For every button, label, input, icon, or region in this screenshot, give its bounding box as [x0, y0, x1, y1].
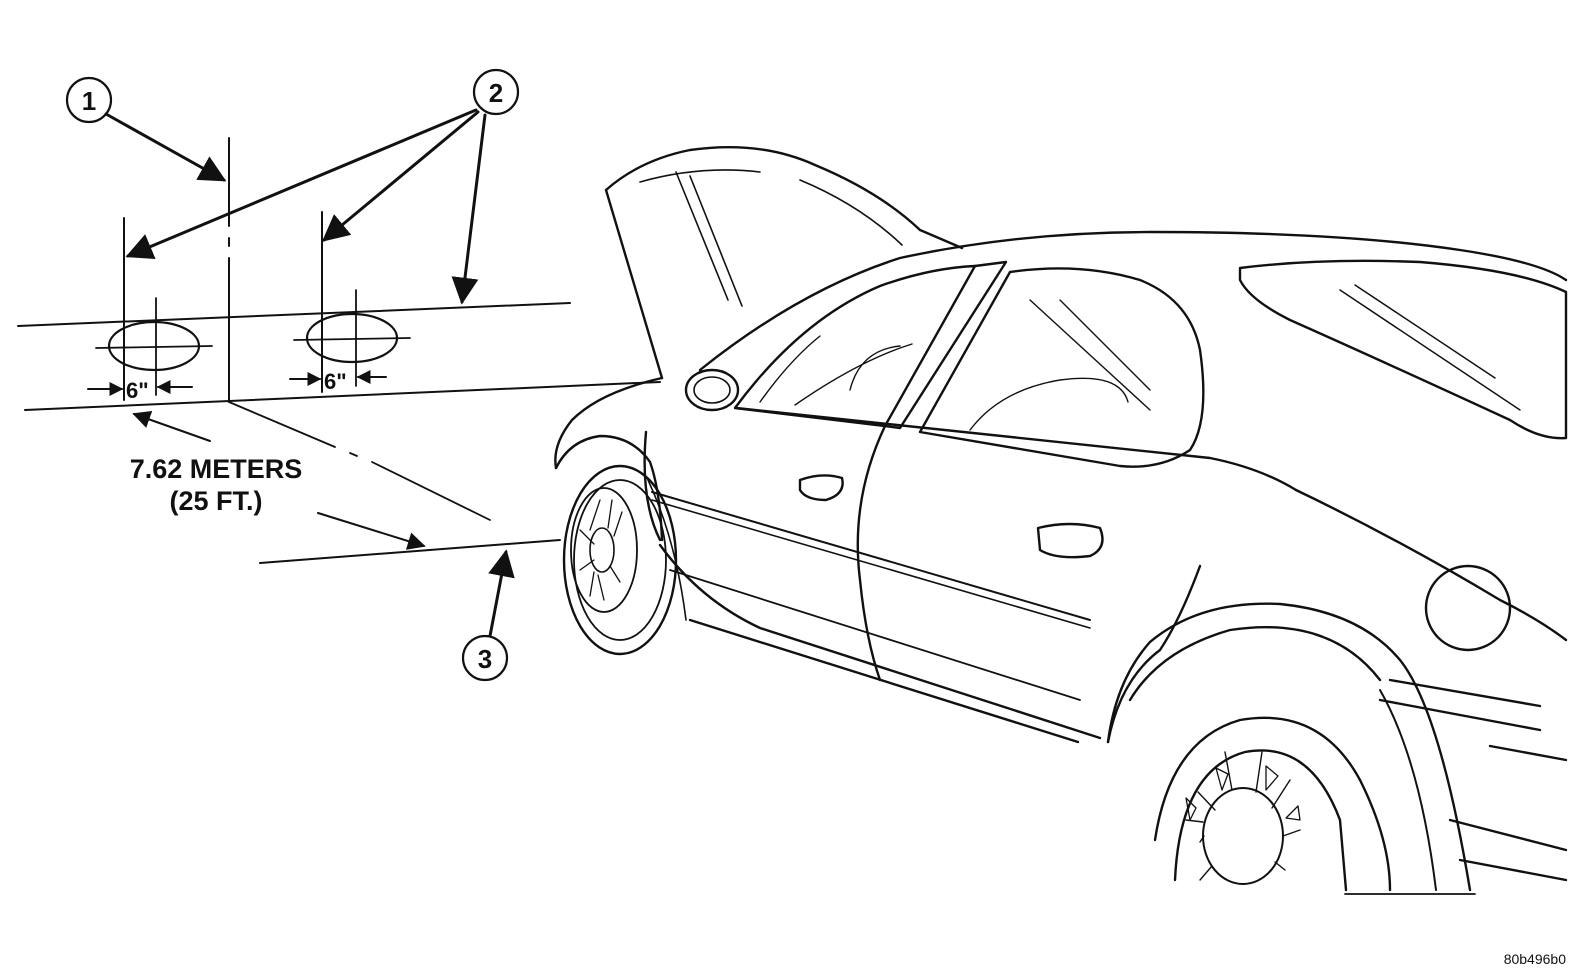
- front-wheel: [562, 464, 687, 656]
- rear-wheel: [1153, 689, 1437, 892]
- left-beam-pattern: [95, 297, 213, 396]
- vehicle-front-line: [259, 539, 561, 564]
- floor-centerline: [228, 401, 491, 521]
- vehicle-illustration: [554, 145, 1568, 895]
- callout-1-number: 1: [82, 86, 96, 116]
- right-beam-pattern: [293, 289, 411, 387]
- distance-dimension: 7.62 METERS (25 FT.): [130, 410, 426, 550]
- floor-line: [24, 381, 661, 411]
- headlamp-height-line: [17, 302, 571, 327]
- right-spacing-label: 6": [324, 369, 347, 394]
- left-spacing-dimension: 6": [87, 378, 193, 403]
- callout-2-number: 2: [489, 78, 503, 108]
- figure-code: 80b496b0: [1504, 951, 1567, 967]
- aiming-screen: [17, 137, 661, 564]
- callout-3: 3: [461, 549, 515, 682]
- callout-3-number: 3: [478, 644, 492, 674]
- distance-label-meters: 7.62 METERS: [130, 454, 303, 484]
- callout-1: 1: [65, 76, 227, 182]
- distance-label-feet: (25 FT.): [169, 486, 262, 516]
- left-spacing-label: 6": [126, 378, 149, 403]
- callout-2: 2: [125, 68, 520, 305]
- right-spacing-dimension: 6": [289, 369, 387, 394]
